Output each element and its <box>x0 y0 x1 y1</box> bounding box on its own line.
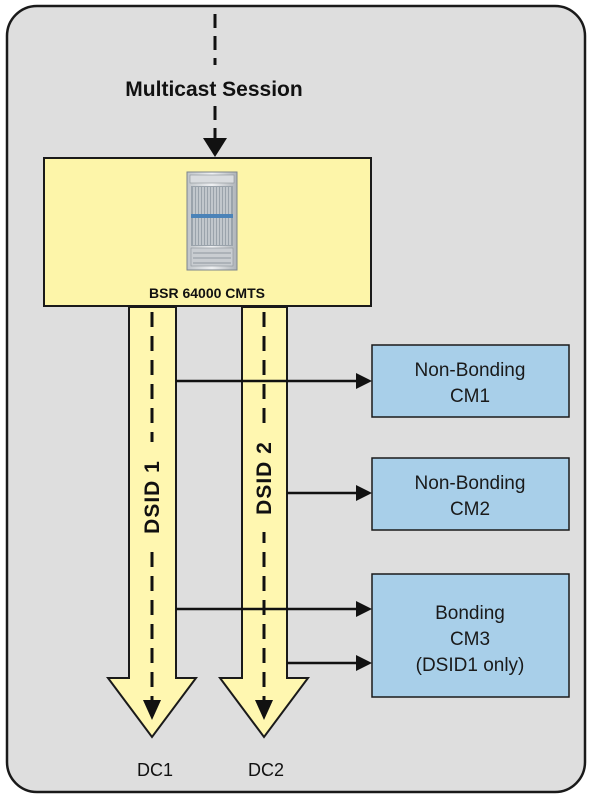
cm-box-cm1: Non-Bonding CM1 <box>372 345 569 417</box>
cm2-line2: CM2 <box>450 499 490 520</box>
cm3-line1: Bonding <box>435 603 505 624</box>
cm1-line2: CM1 <box>450 386 490 407</box>
dsid1-label: DSID 1 <box>141 460 164 534</box>
cm2-line1: Non-Bonding <box>415 473 526 494</box>
dc2-label: DC2 <box>248 760 284 780</box>
cm1-line1: Non-Bonding <box>415 360 526 381</box>
cm-box-cm2: Non-Bonding CM2 <box>372 458 569 530</box>
dsid2-label: DSID 2 <box>253 441 276 515</box>
cm3-line2: CM3 <box>450 629 490 650</box>
dc1-label: DC1 <box>137 760 173 780</box>
session-label: Multicast Session <box>125 78 302 101</box>
cm3-line3: (DSID1 only) <box>416 655 525 676</box>
cmts-label: BSR 64000 CMTS <box>149 285 265 301</box>
server-rack-icon <box>187 172 237 270</box>
cm-box-cm3: Bonding CM3 (DSID1 only) <box>372 574 569 697</box>
